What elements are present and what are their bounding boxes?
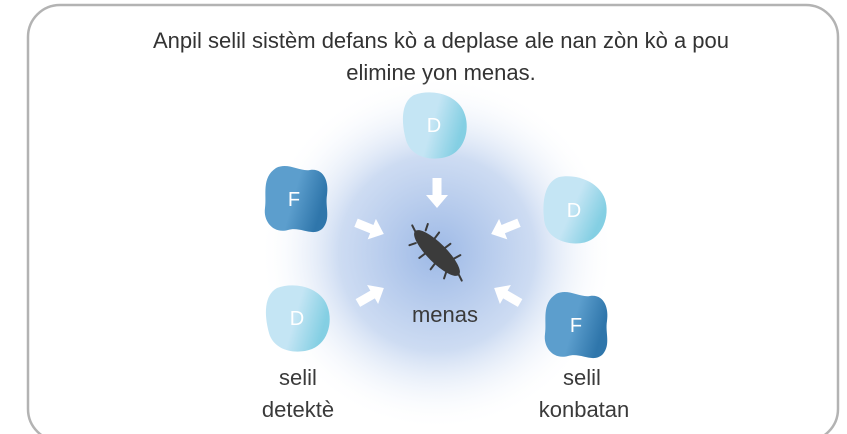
cell-letter: F <box>570 315 582 337</box>
threat-bacterium-icon <box>408 223 463 282</box>
fighter-label-line-2: konbatan <box>539 397 630 422</box>
cell-letter: D <box>427 115 441 137</box>
cell-letter: D <box>567 200 581 222</box>
detector-label-line-2: detektè <box>262 397 334 422</box>
detector-cell-top: D <box>402 92 467 159</box>
title-line-1: Anpil selil sistèm defans kò a deplase a… <box>153 28 729 53</box>
fighter-label-line-1: selil <box>563 365 601 390</box>
cell-letter: F <box>288 189 300 211</box>
detector-label-line-1: selil <box>279 365 317 390</box>
detector-cell-bottom-left: D <box>265 285 330 352</box>
threat-label: menas <box>412 302 478 327</box>
cell-letter: D <box>290 308 304 330</box>
fighter-cell-left: F <box>264 166 328 233</box>
detector-cell-right: D <box>538 173 611 248</box>
fighter-cell-bottom-right: F <box>544 292 608 359</box>
